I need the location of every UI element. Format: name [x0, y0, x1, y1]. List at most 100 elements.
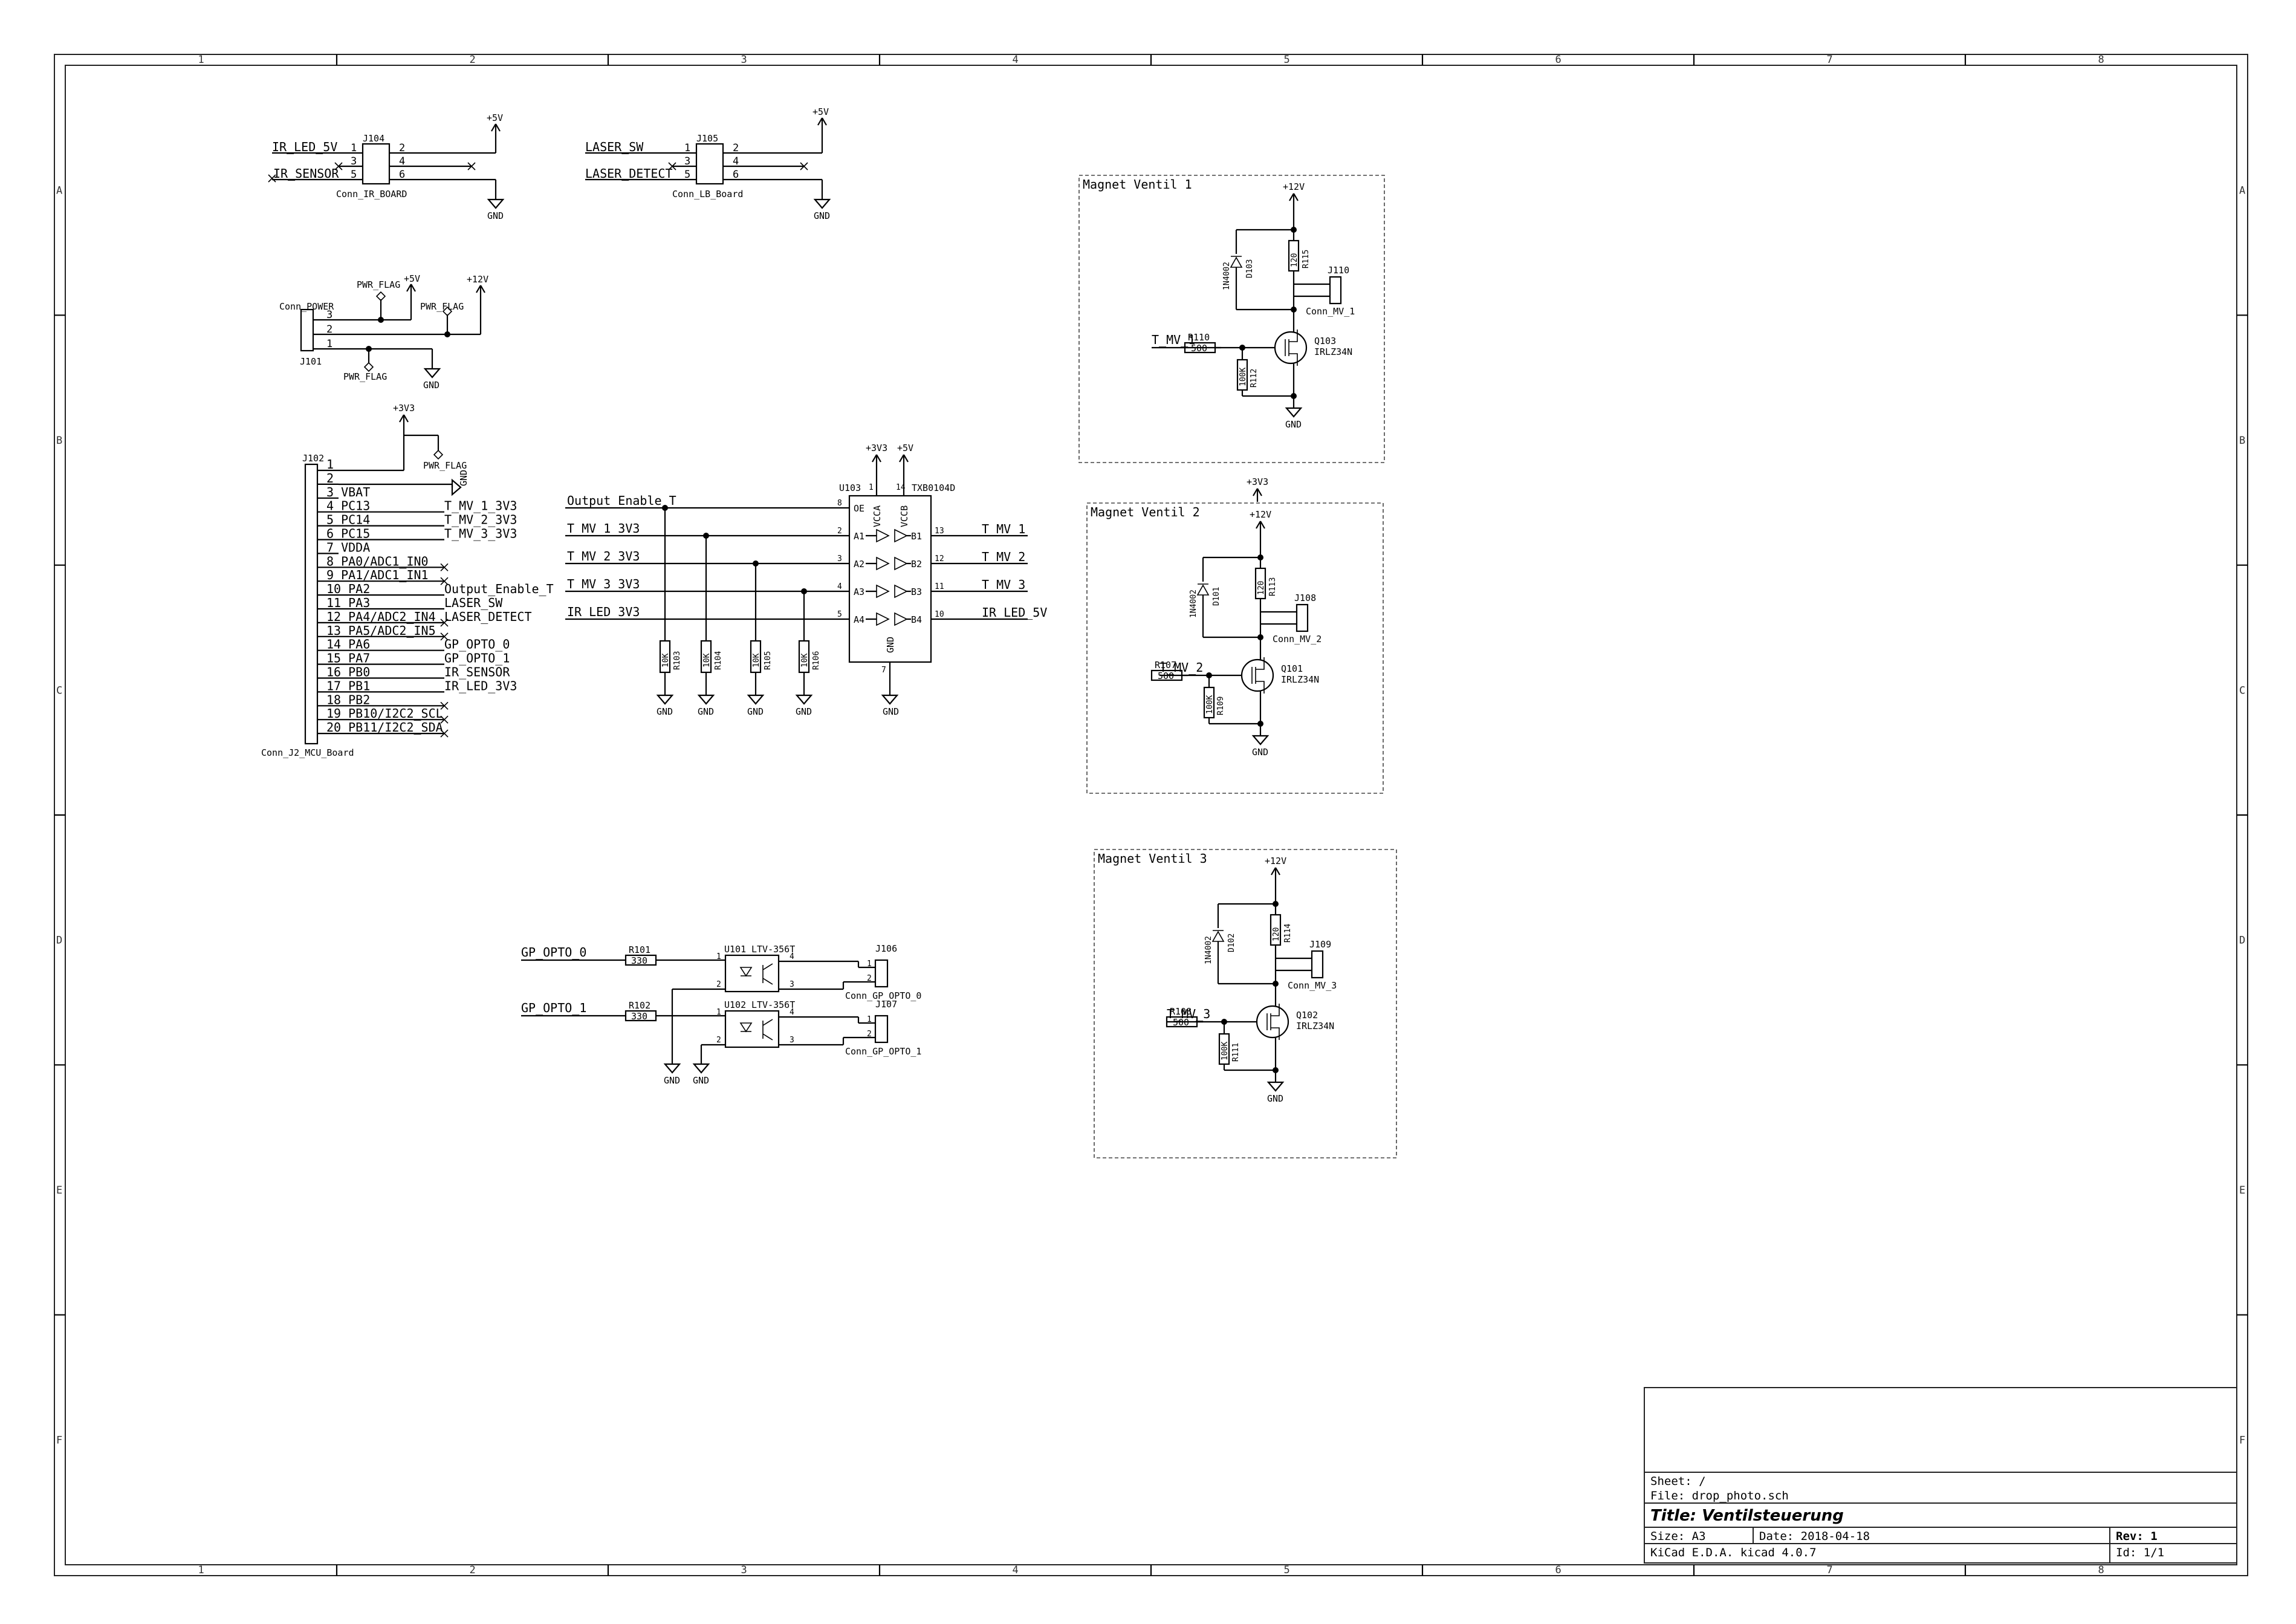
u103-value: TXB0104D: [912, 482, 955, 493]
u103-buffer-3: [876, 584, 908, 599]
u103-pin-name-B2: B2: [911, 559, 922, 570]
opto-pin-2-2: 2: [716, 1036, 721, 1045]
valve-connector-2: [1296, 603, 1309, 632]
frame-row-label-left-B: B: [56, 435, 62, 447]
j102-net-15: GP_OPTO_1: [444, 651, 510, 666]
u103-pin-name-OE: OE: [854, 503, 864, 514]
opto-gnd-2-symbol: [692, 1063, 710, 1074]
u103-plus3v3: +3V3: [866, 443, 887, 453]
frame-col-label-top-5: 5: [1284, 54, 1290, 66]
opto-led-2: [739, 1022, 753, 1033]
u103-pin-name-A1: A1: [854, 531, 864, 542]
opto-conn-1: [874, 959, 889, 988]
j102-net-10: Output_Enable_T: [444, 582, 554, 596]
j105-plus5v: +5V: [812, 106, 829, 117]
j102-pin-10: 10 PA2: [326, 582, 370, 596]
valve2-extra-supply: +3V3: [1247, 476, 1268, 502]
j102-pin-17: 17 PB1: [326, 678, 370, 693]
valve-diode-ref-2: D101: [1212, 587, 1221, 606]
j101-pwrflag-2: PWR_FLAG: [420, 301, 464, 312]
opto-transistor-2: [762, 1019, 773, 1041]
valve-led-r-val-1: 120: [1290, 253, 1299, 267]
valve-led-r-val-3: 120: [1272, 927, 1281, 941]
opto-gnd-1-label: GND: [664, 1075, 680, 1086]
opto-pin-4-2: 4: [790, 1008, 794, 1017]
j105-pin-6: 6: [733, 169, 739, 181]
j102-nc-18: [440, 701, 449, 710]
j101-pin-1: 1: [326, 338, 332, 350]
j102-nc-12: [440, 619, 449, 627]
u103-pin-num-left-2: 2: [837, 527, 842, 536]
j102-plus3v3: +3V3: [393, 403, 415, 414]
valve-rpd-ref-2: R109: [1216, 697, 1225, 715]
j102-ref: J102: [302, 453, 324, 464]
j101-value: Conn_POWER: [279, 301, 334, 312]
valve-connector-3: [1311, 950, 1324, 979]
valve-mosfet-sym-2: [1251, 657, 1265, 693]
j104-pin-2: 2: [399, 142, 405, 154]
valve-box-3: [1094, 849, 1397, 1158]
title-block: Sheet: / File: drop_photo.sch Title: Ven…: [1644, 1387, 2237, 1564]
valve-diode-value-2: 1N4002: [1189, 590, 1198, 618]
j102-net-12: LASER_DETECT: [444, 609, 532, 624]
u103-out-net-1: T_MV_1: [982, 522, 1025, 536]
tb-id: Id: 1/1: [2116, 1546, 2164, 1559]
frame-col-label-bottom-2: 2: [470, 1564, 476, 1576]
pulldown-value-3: 10K: [752, 653, 761, 667]
opto-net-1: GP_OPTO_0: [521, 945, 586, 960]
u103-pin-num-right-4: 10: [935, 610, 944, 619]
u103-out-net-4: IR_LED_5V: [982, 605, 1047, 620]
opto-r-val-2: 330: [631, 1011, 647, 1022]
valve-mosfet-1: [1274, 331, 1308, 365]
j104-pin-4: 4: [399, 155, 405, 167]
pulldown-value-4: 10K: [800, 653, 809, 667]
j102-net-14: GP_OPTO_0: [444, 637, 510, 652]
j101-pwrflag-3: PWR_FLAG: [343, 371, 387, 382]
connector-j104: J104 Conn_IR_BOARD 1 3 5 2 4 6 IR_LED_5V…: [268, 112, 505, 221]
j104-pin-5: 5: [351, 169, 357, 181]
net-ir-sensor: IR_SENSOR: [273, 166, 339, 181]
opto-ref-2: U102: [724, 999, 746, 1010]
frame-col-label-bottom-5: 5: [1284, 1564, 1290, 1576]
j102-pin-1: 1: [326, 457, 334, 472]
pulldown-gnd-4-symbol: [795, 694, 813, 705]
valve-diode-ref-1: D103: [1245, 259, 1254, 278]
u103-pin-7: 7: [881, 666, 886, 675]
opto-r-ref-1: R101: [629, 944, 650, 955]
opto-pin-3-2: 3: [790, 1036, 794, 1045]
valve-q-val-1: IRLZ34N: [1314, 346, 1352, 357]
u103-pin-num-left-1: 8: [837, 499, 842, 508]
frame-row-label-left-E: E: [56, 1184, 62, 1197]
opto-conn-pin2-2: 2: [867, 1030, 872, 1039]
pulldown-ref-3: R105: [764, 651, 773, 670]
j102-nc-13: [440, 632, 449, 641]
valve-led-r-ref-2: R113: [1268, 577, 1277, 596]
j105-pin-2: 2: [733, 142, 739, 154]
j101-plus5v: +5V: [404, 273, 420, 284]
pulldown-gnd-3-label: GND: [747, 706, 764, 717]
valve-title-2: Magnet Ventil 2: [1091, 505, 1200, 519]
opto-value-2: LTV-356T: [751, 999, 795, 1010]
j105-pin-4: 4: [733, 155, 739, 167]
valve-q-val-3: IRLZ34N: [1296, 1021, 1334, 1031]
valve-box-1: [1078, 175, 1385, 463]
j102-pin-18: 18 PB2: [326, 692, 370, 707]
pulldown-ref-2: R104: [714, 651, 723, 670]
frame-col-label-top-8: 8: [2098, 54, 2104, 66]
j102-net-4: T_MV_1_3V3: [444, 499, 517, 513]
j102-net-16: IR_SENSOR: [444, 665, 510, 680]
j105-value: Conn_LB_Board: [672, 189, 743, 200]
j104-pin-6: 6: [399, 169, 405, 181]
frame-row-label-right-F: F: [2239, 1434, 2245, 1446]
pulldown-gnd-1-label: GND: [657, 706, 673, 717]
j104-gnd: GND: [487, 210, 504, 221]
connector-j101: Conn_POWER J101 3 2 1 PWR_FLAG PWR_FLAG …: [279, 273, 488, 391]
valve-connector-1: [1329, 276, 1342, 305]
tb-rev: Rev: 1: [2116, 1530, 2158, 1543]
valve-conn-val-3: Conn_MV_3: [1288, 980, 1337, 991]
u103-pin-name-A2: A2: [854, 559, 864, 570]
j105-pin-1: 1: [684, 142, 690, 154]
